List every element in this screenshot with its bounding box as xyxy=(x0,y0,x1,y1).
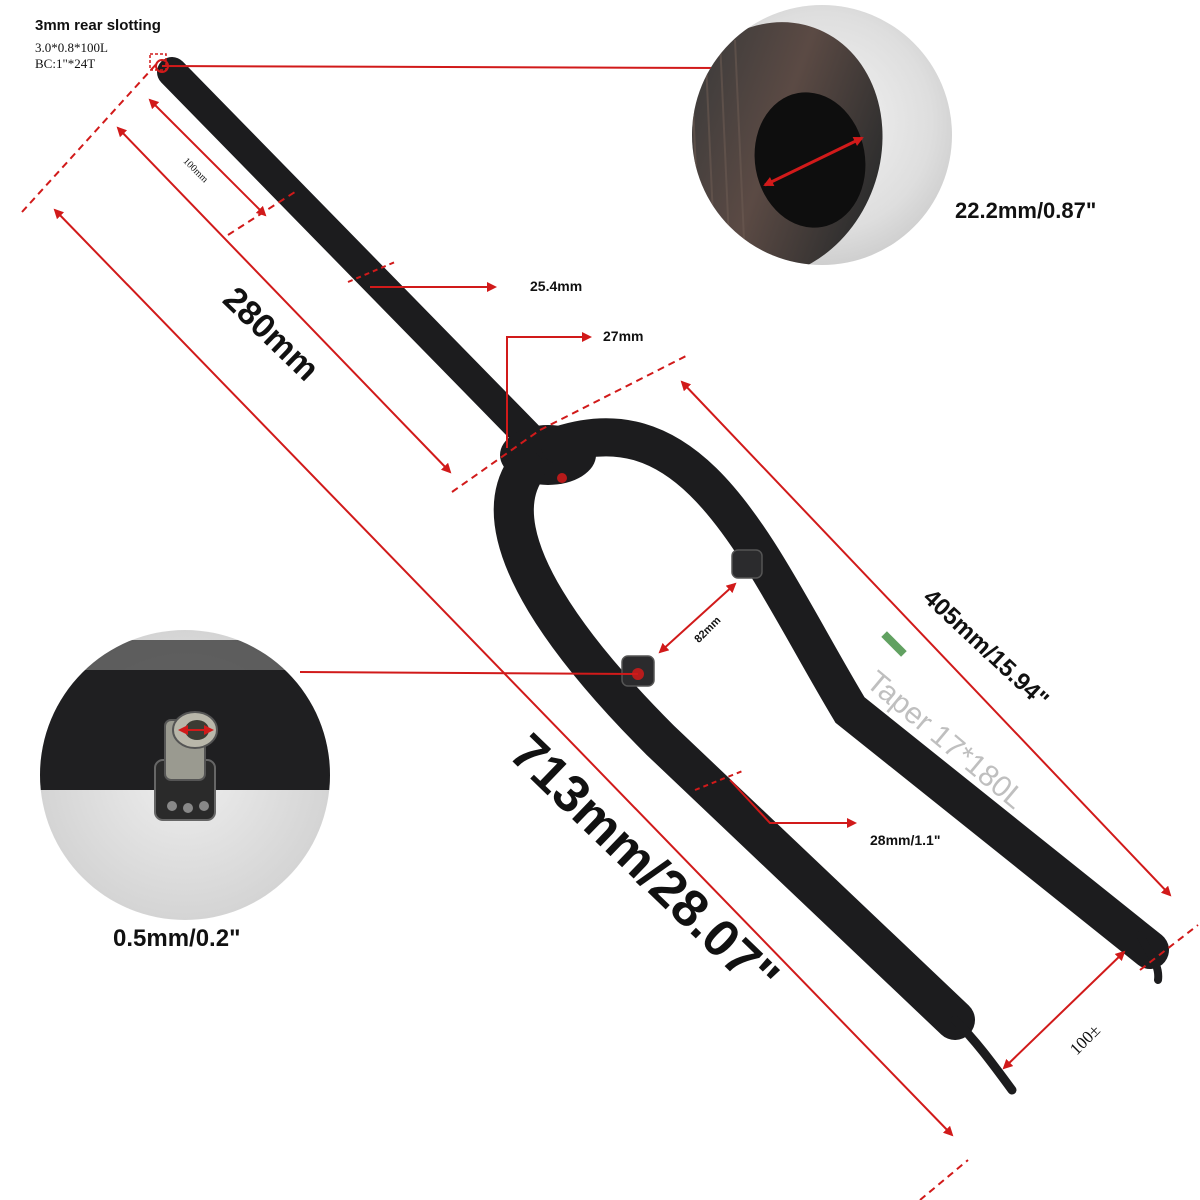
inner-diameter-label: 22.2mm/0.87" xyxy=(955,198,1097,223)
leg-diameter-label: 28mm/1.1" xyxy=(870,832,941,848)
steerer-inner-diameter-inset xyxy=(692,5,952,265)
brake-boss-inset xyxy=(40,630,330,920)
dimension-lines xyxy=(21,59,1199,1200)
steerer-tube xyxy=(157,57,547,455)
crown-diameter-label: 27mm xyxy=(603,328,644,344)
left-dropout xyxy=(950,1015,1017,1095)
right-brake-boss xyxy=(731,549,763,579)
steerer-diameter-label: 25.4mm xyxy=(530,278,583,294)
steerer-info-spec1: 3.0*0.8*100L xyxy=(35,40,108,55)
bolt-size-label: 0.5mm/0.2" xyxy=(113,925,241,952)
fork-decal-accent xyxy=(881,631,907,657)
steerer-info-spec2: BC:1"*24T xyxy=(35,56,96,71)
steerer-info-title: 3mm rear slotting xyxy=(35,17,161,34)
